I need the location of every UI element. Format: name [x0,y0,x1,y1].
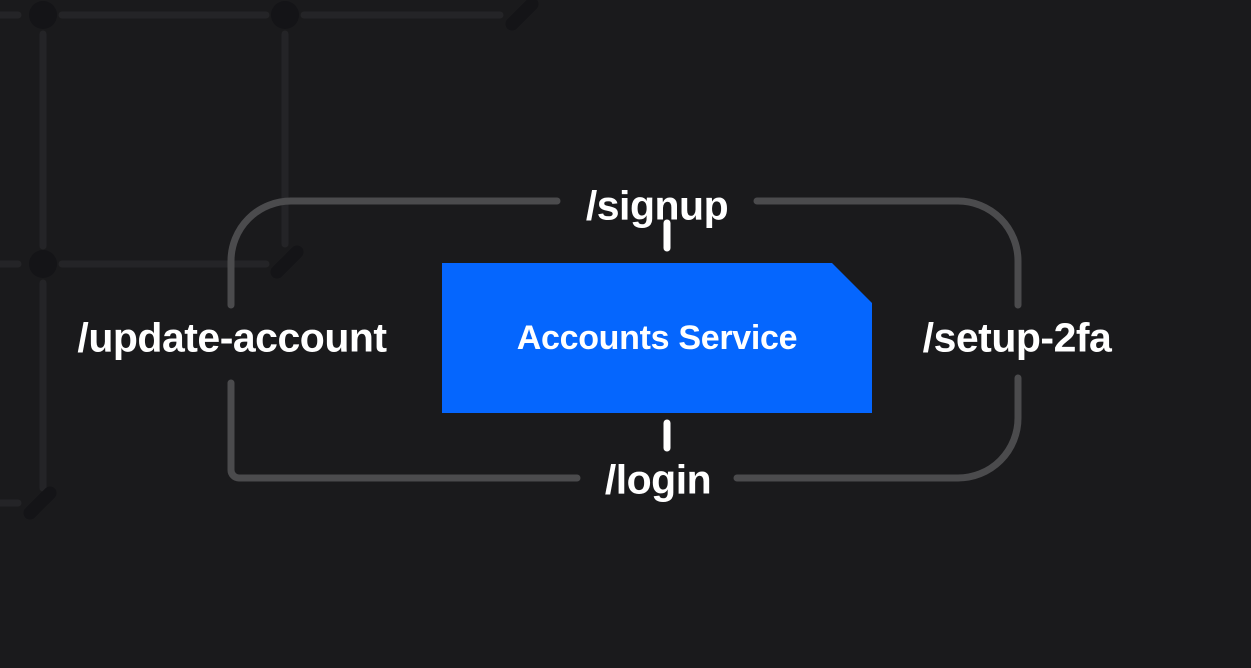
connection-loop-path [227,197,1022,482]
endpoint-label-signup: /signup [585,182,729,229]
endpoint-label-login: /login [604,456,712,503]
grid-slash-marks [23,0,539,520]
endpoint-label-setup-2fa: /setup-2fa [922,314,1112,361]
grid-dots [29,1,299,278]
service-node: Accounts Service [442,263,872,413]
service-node-label: Accounts Service [516,318,798,357]
endpoint-label-update-account: /update-account [77,314,387,361]
grid-lines [0,11,504,507]
